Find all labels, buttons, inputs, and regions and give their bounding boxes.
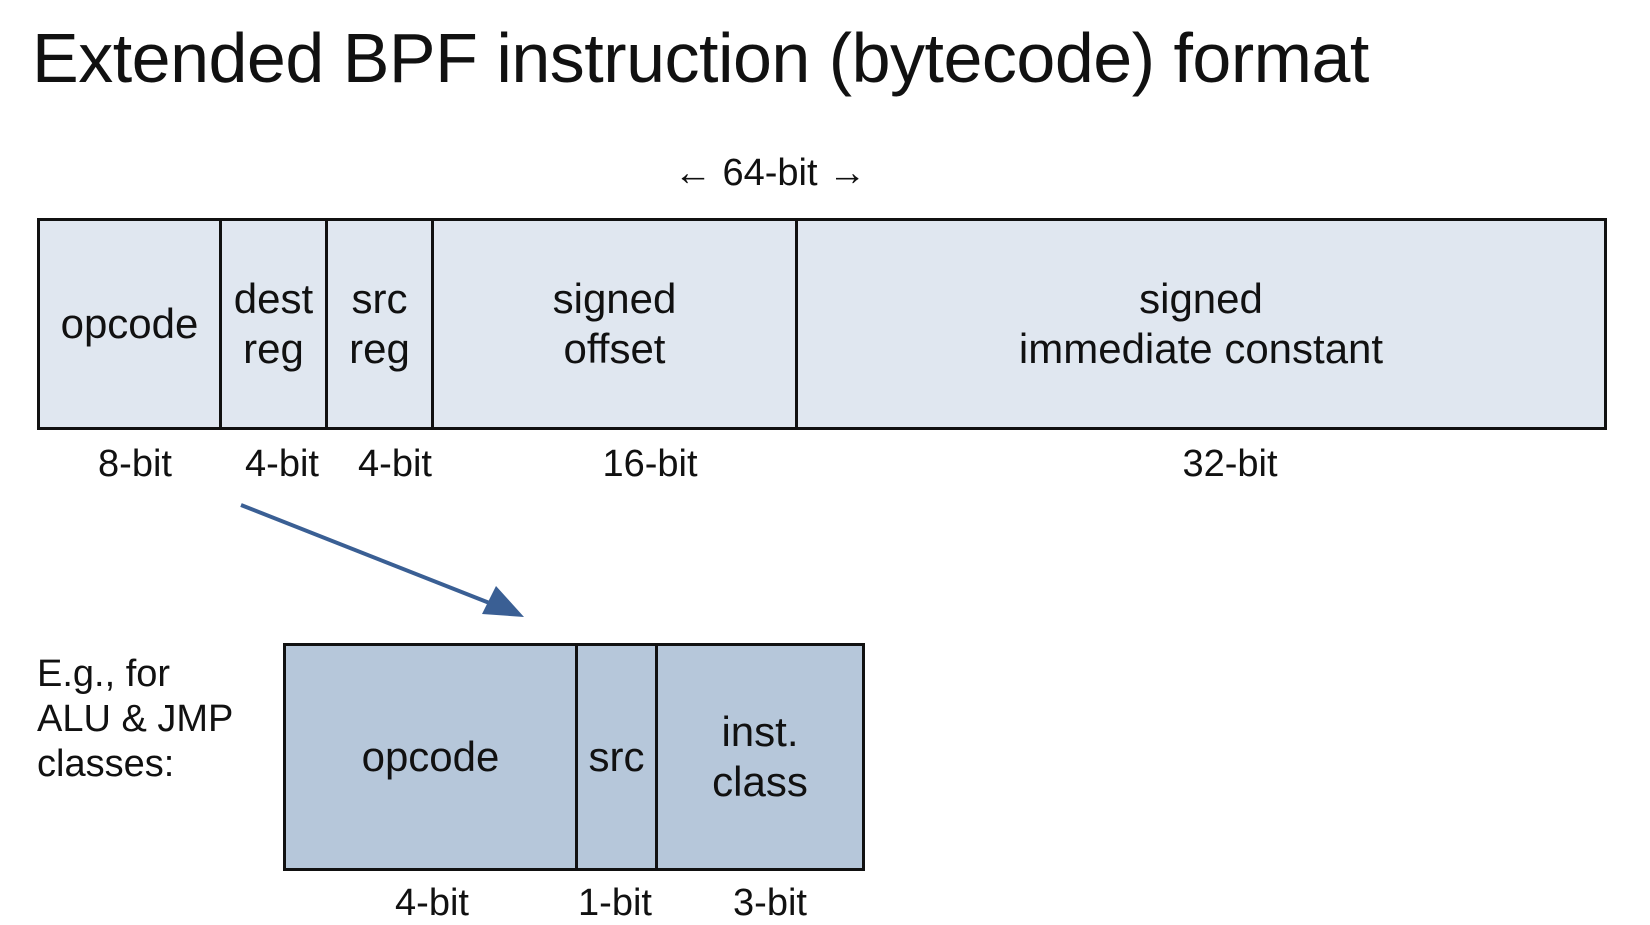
sub-width-label-inst-class: 3-bit: [733, 882, 807, 924]
opcode-breakdown-box: opcode src inst. class: [283, 643, 865, 871]
field-signed-offset: signed offset: [434, 221, 798, 427]
field-signed-offset-label: signed offset: [552, 275, 677, 372]
field-dest-reg: dest reg: [222, 221, 328, 427]
total-width-label: ← 64-bit →: [673, 152, 867, 194]
instruction-format-box: opcode dest reg src reg signed offset si…: [37, 218, 1607, 430]
sub-field-src: src: [578, 646, 658, 868]
page-title: Extended BPF instruction (bytecode) form…: [32, 19, 1369, 97]
sub-width-label-src: 1-bit: [578, 882, 652, 924]
width-label-src-reg: 4-bit: [358, 443, 432, 485]
width-label-signed-offset: 16-bit: [602, 443, 698, 485]
arrow-head: [482, 586, 524, 617]
arrow-shaft: [240, 503, 493, 606]
example-label: E.g., for ALU & JMP classes:: [37, 653, 234, 785]
field-signed-immediate-label: signed immediate constant: [1018, 275, 1384, 372]
field-opcode: opcode: [40, 221, 222, 427]
field-signed-immediate: signed immediate constant: [798, 221, 1604, 427]
field-src-reg: src reg: [328, 221, 434, 427]
sub-field-src-label: src: [588, 733, 645, 780]
field-dest-reg-label: dest reg: [233, 275, 314, 372]
width-label-opcode: 8-bit: [98, 443, 172, 485]
width-label-dest-reg: 4-bit: [245, 443, 319, 485]
field-src-reg-label: src reg: [349, 275, 410, 372]
sub-field-inst-class: inst. class: [658, 646, 862, 868]
field-opcode-label: opcode: [60, 300, 199, 347]
width-label-signed-immediate: 32-bit: [1182, 443, 1278, 485]
sub-field-opcode: opcode: [286, 646, 578, 868]
sub-field-opcode-label: opcode: [361, 733, 500, 780]
sub-width-label-opcode: 4-bit: [395, 882, 469, 924]
sub-field-inst-class-label: inst. class: [712, 708, 808, 805]
